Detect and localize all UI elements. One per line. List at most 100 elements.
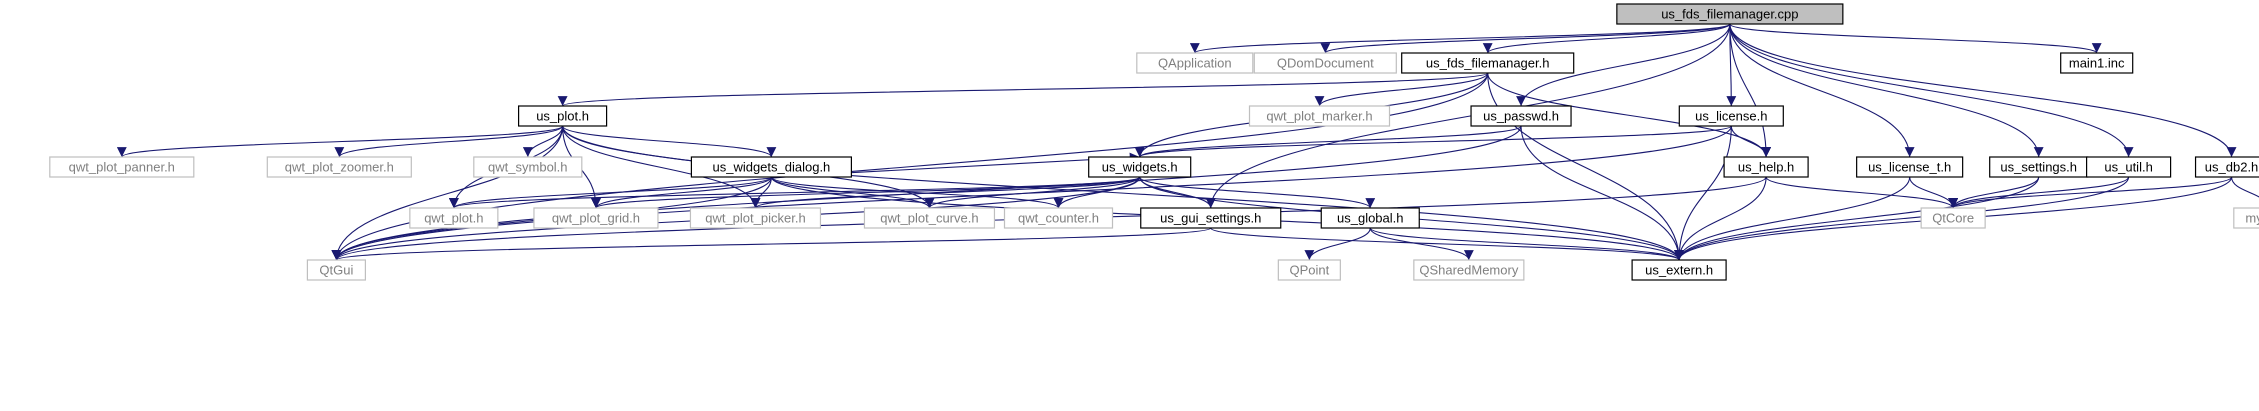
- edge-us_widgets_dialog_h-to-qwt_plot_h: [449, 176, 772, 209]
- node-us-db2-h[interactable]: us_db2.h: [2194, 156, 2259, 178]
- node-label: qwt_counter.h: [1018, 210, 1099, 225]
- node-qpoint: QPoint: [1277, 259, 1341, 281]
- node-box: [517, 105, 608, 127]
- node-label: us_passwd.h: [1483, 108, 1559, 123]
- node-label: mysql.h: [2245, 210, 2259, 225]
- node-box: [1470, 105, 1572, 127]
- edge-us_widgets_h-to-qwt_plot_picker_h: [750, 176, 1141, 209]
- node-label: us_fds_filemanager.h: [1426, 55, 1550, 70]
- edge-us_plot_h-to-qwt_plot_zoomer_h: [334, 125, 564, 158]
- node-us-plot-h[interactable]: us_plot.h: [517, 105, 608, 127]
- node-label: us_plot.h: [536, 108, 589, 123]
- node-box: [2194, 156, 2259, 178]
- node-label: us_global.h: [1337, 210, 1404, 225]
- edge-us_plot_h-to-qwt_plot_panner_h: [117, 125, 564, 158]
- node-us-license-h[interactable]: us_license.h: [1678, 105, 1784, 127]
- edge-root-to-main1_inc: [1729, 23, 2102, 54]
- edge-us_license_h-to-us_help_h: [1730, 125, 1772, 158]
- edge-us_util_h-to-qtcore: [1948, 176, 2130, 209]
- edge-us_widgets_h-to-qwt_plot_h: [449, 176, 1141, 209]
- node-box: [2060, 52, 2134, 74]
- node-label: us_widgets_dialog.h: [712, 159, 830, 174]
- node-box: [863, 207, 996, 229]
- node-us-widgets-h[interactable]: us_widgets.h: [1088, 156, 1192, 178]
- edge-us_license_t_h-to-us_extern_h: [1674, 176, 1911, 261]
- node-box: [2233, 207, 2259, 229]
- edge-us_plot_h-to-us_extern_h: [562, 125, 1684, 261]
- node-qsharedmemory: QSharedMemory: [1413, 259, 1525, 281]
- edge-us_global_h-to-qpoint: [1304, 227, 1371, 261]
- node-box: [1248, 105, 1391, 127]
- node-label: qwt_plot.h: [424, 210, 483, 225]
- node-box: [473, 156, 583, 178]
- node-us-util-h[interactable]: us_util.h: [2086, 156, 2172, 178]
- node-label: QApplication: [1158, 55, 1232, 70]
- node-us-global-h[interactable]: us_global.h: [1320, 207, 1420, 229]
- node-box: [1678, 105, 1784, 127]
- node-qwt-symbol-h: qwt_symbol.h: [473, 156, 583, 178]
- node-label: us_gui_settings.h: [1160, 210, 1261, 225]
- node-qwt-plot-curve-h: qwt_plot_curve.h: [863, 207, 996, 229]
- edge-us_widgets_h-to-qwt_plot_curve_h: [924, 176, 1141, 209]
- node-qapplication: QApplication: [1136, 52, 1254, 74]
- node-label: us_util.h: [2104, 159, 2152, 174]
- node-root[interactable]: us_fds_filemanager.cpp: [1616, 3, 1844, 25]
- node-box: [1723, 156, 1809, 178]
- node-qwt-counter-h: qwt_counter.h: [1003, 207, 1114, 229]
- edge-us_license_h-to-us_widgets_h: [1135, 125, 1732, 158]
- node-us-gui-settings-h[interactable]: us_gui_settings.h: [1140, 207, 1282, 229]
- node-us-extern-h[interactable]: us_extern.h: [1631, 259, 1727, 281]
- node-box: [49, 156, 195, 178]
- edge-us_db2_h-to-qtcore: [1948, 176, 2233, 209]
- edge-us_help_h-to-us_extern_h: [1674, 176, 1767, 261]
- node-box: [1856, 156, 1964, 178]
- node-label: qwt_plot_grid.h: [552, 210, 640, 225]
- node-label: QtCore: [1932, 210, 1974, 225]
- edge-root-to-us_settings_h: [1729, 23, 2044, 158]
- node-label: qwt_plot_picker.h: [705, 210, 805, 225]
- edge-us_passwd_h-to-us_extern_h: [1520, 125, 1685, 261]
- node-box: [1253, 52, 1397, 74]
- edge-root-to-us_util_h: [1729, 23, 2134, 158]
- node-label: us_db2.h: [2205, 159, 2259, 174]
- node-label: main1.inc: [2069, 55, 2125, 70]
- node-label: QPoint: [1289, 262, 1329, 277]
- node-box: [1401, 52, 1575, 74]
- node-box: [533, 207, 659, 229]
- node-qdomdocument: QDomDocument: [1253, 52, 1397, 74]
- node-qwt-plot-panner-h: qwt_plot_panner.h: [49, 156, 195, 178]
- edge-root-to-us_fds_filemanager_h: [1482, 23, 1731, 54]
- node-box: [689, 207, 822, 229]
- node-us-widgets-dialog-h[interactable]: us_widgets_dialog.h: [690, 156, 853, 178]
- edge-us_license_h-to-us_extern_h: [1674, 125, 1732, 261]
- edge-us_fds_filemanager_h-to-us_help_h: [1487, 72, 1771, 158]
- node-box: [1413, 259, 1525, 281]
- edge-root-to-qdomdocument: [1320, 23, 1731, 54]
- node-box: [306, 259, 366, 281]
- node-us-help-h[interactable]: us_help.h: [1723, 156, 1809, 178]
- node-label: us_fds_filemanager.cpp: [1661, 6, 1798, 21]
- edge-us_global_h-to-us_extern_h: [1369, 227, 1684, 261]
- node-us-settings-h[interactable]: us_settings.h: [1989, 156, 2089, 178]
- node-main1-inc[interactable]: main1.inc: [2060, 52, 2134, 74]
- node-us-passwd-h[interactable]: us_passwd.h: [1470, 105, 1572, 127]
- node-us-fds-filemanager-h[interactable]: us_fds_filemanager.h: [1401, 52, 1575, 74]
- node-box: [1616, 3, 1844, 25]
- node-label: us_widgets.h: [1102, 159, 1178, 174]
- edge-us_db2_h-to-mysql_h: [2231, 176, 2259, 198]
- edge-us_plot_h-to-qwt_symbol_h: [522, 125, 564, 158]
- edge-root-to-us_passwd_h: [1516, 23, 1731, 107]
- edge-us_widgets_h-to-qwt_plot_grid_h: [591, 176, 1141, 209]
- edge-root-to-us_help_h: [1729, 23, 1772, 158]
- node-label: qwt_symbol.h: [488, 159, 567, 174]
- node-label: QSharedMemory: [1419, 262, 1518, 277]
- node-us-license-t-h[interactable]: us_license_t.h: [1856, 156, 1964, 178]
- node-box: [2086, 156, 2172, 178]
- edge-us_plot_h-to-us_widgets_dialog_h: [562, 125, 777, 158]
- node-box: [1320, 207, 1420, 229]
- node-qwt-plot-zoomer-h: qwt_plot_zoomer.h: [266, 156, 412, 178]
- node-label: us_license.h: [1695, 108, 1767, 123]
- node-qwt-plot-picker-h: qwt_plot_picker.h: [689, 207, 822, 229]
